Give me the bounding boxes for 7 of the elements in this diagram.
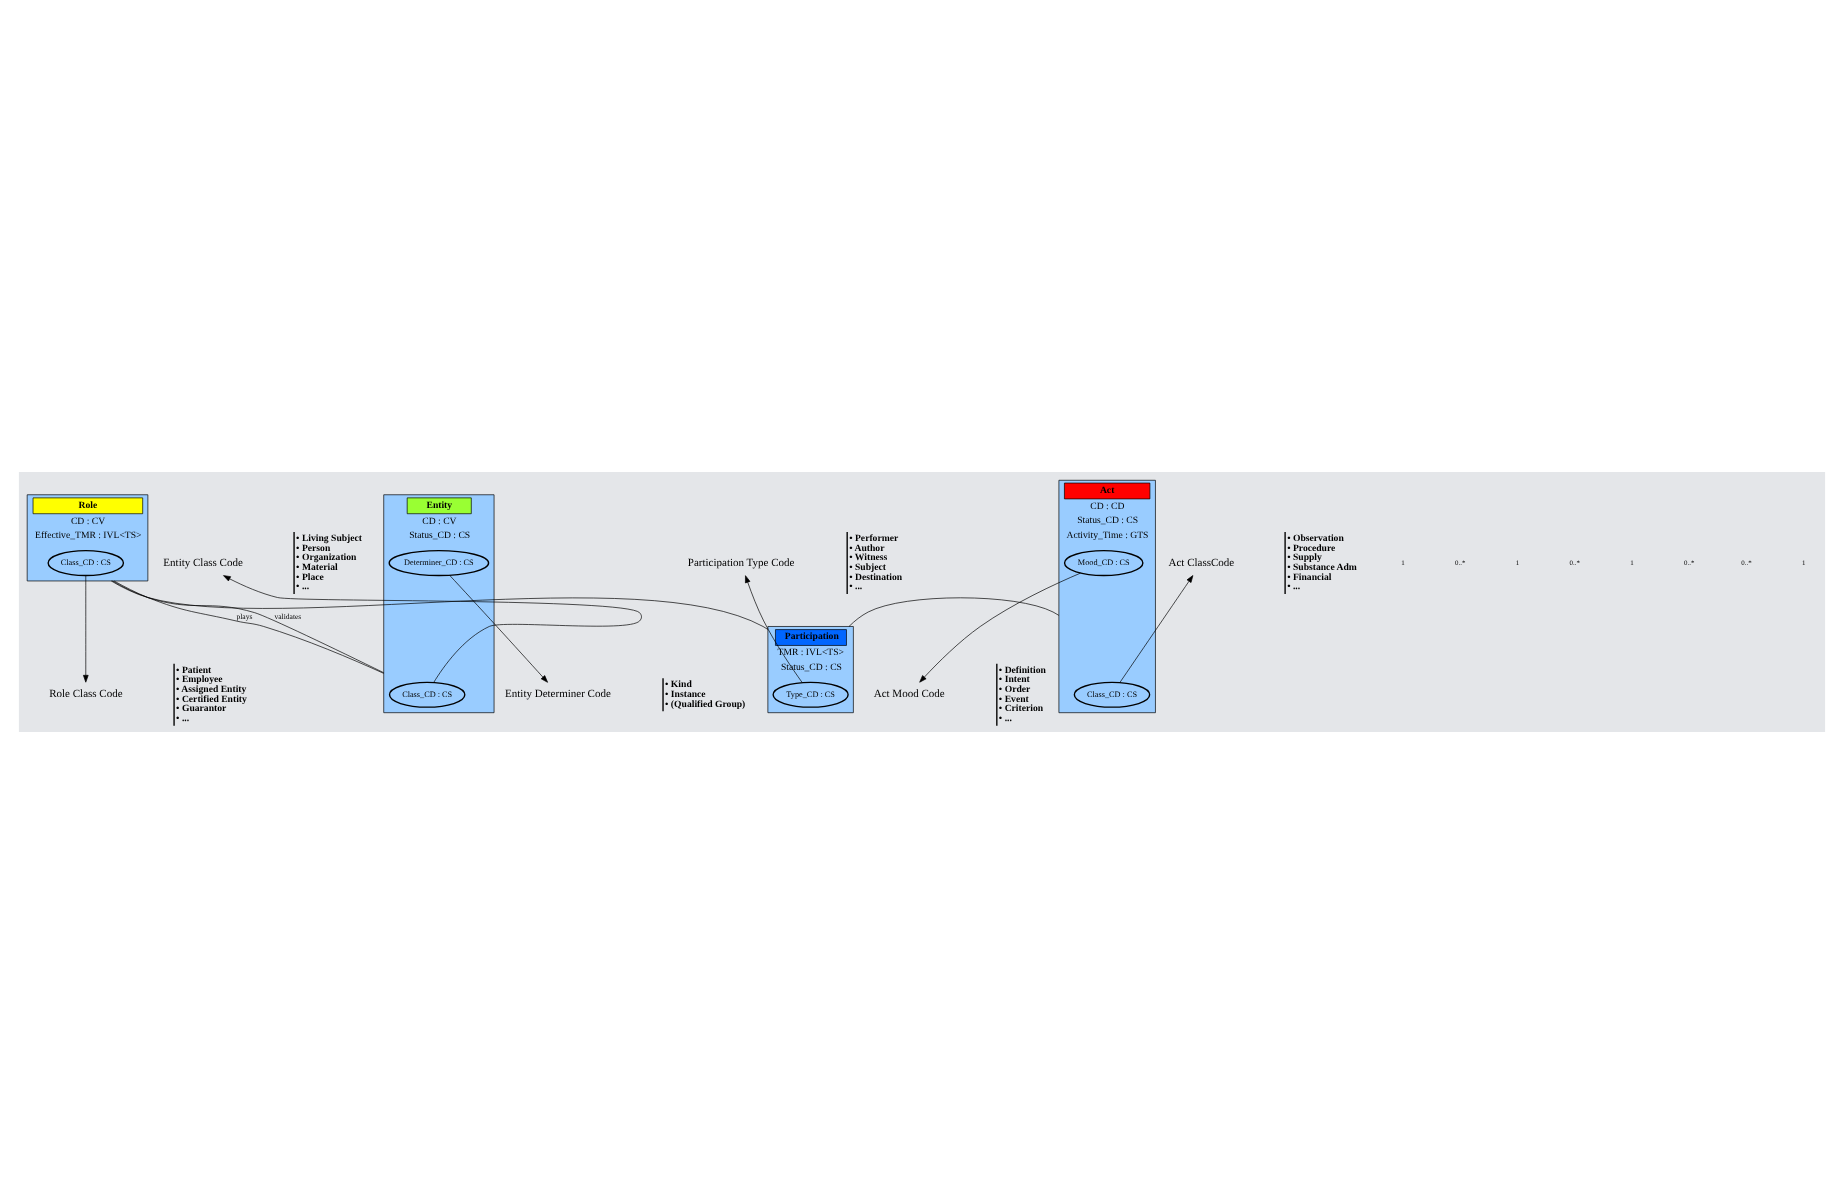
connector [110,579,769,629]
connector [848,596,1060,626]
arrow [83,574,89,682]
arrow [449,573,548,682]
arrow [745,574,803,682]
arrow [223,574,642,682]
arrow [1119,574,1194,682]
